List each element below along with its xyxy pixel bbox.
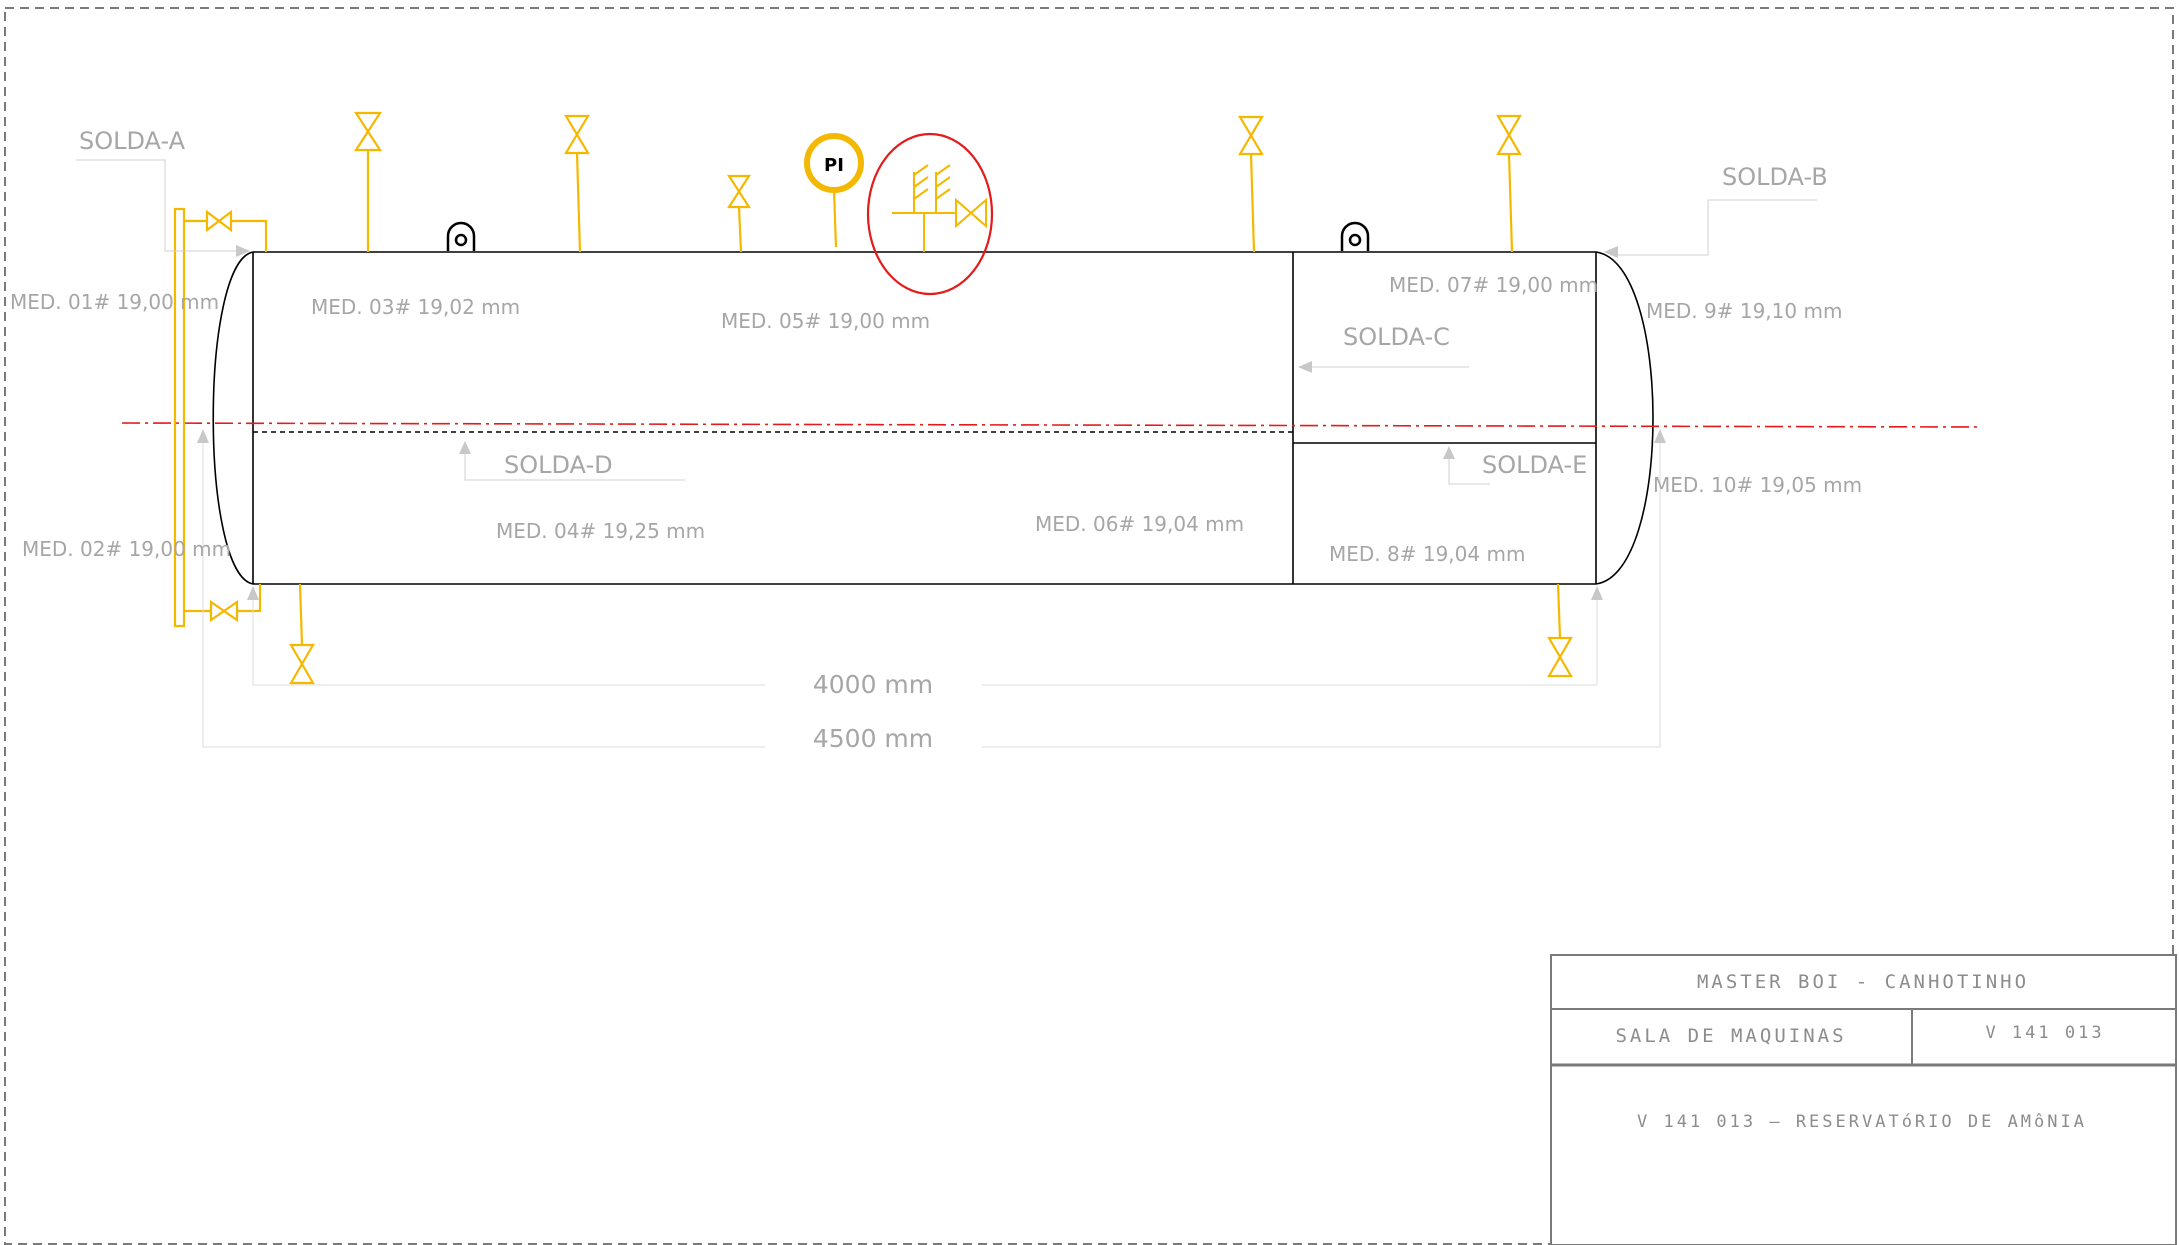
dimension-arrowheads [197, 429, 1666, 600]
top-nozzle-1 [353, 111, 383, 252]
measurement-03: MED. 03# 19,02 mm [311, 295, 520, 319]
drawing-border [4, 7, 2174, 1245]
right-head [1595, 251, 1654, 585]
gate-valve-icon [289, 643, 315, 685]
lifting-lug-right [1340, 221, 1370, 251]
highlight-circle [866, 132, 994, 296]
measurement-04: MED. 04# 19,25 mm [496, 519, 705, 543]
leader-arrowheads [236, 245, 1618, 459]
weld-label-a: SOLDA-A [79, 127, 186, 155]
measurement-02: MED. 02# 19,00 mm [22, 537, 231, 561]
left-head [212, 251, 254, 585]
dimension-inner-length: 4000 mm [813, 670, 933, 699]
weld-label-b: SOLDA-B [1722, 163, 1828, 191]
title-block-area: SALA DE MAQUINAS [1615, 1025, 1846, 1047]
dimension-overall-length: 4500 mm [813, 724, 933, 753]
top-nozzle-2 [564, 114, 590, 253]
pressure-indicator-label: PI [824, 155, 844, 176]
top-nozzle-5 [1496, 114, 1522, 253]
centerline [121, 422, 1981, 428]
title-block-tag: V 141 013 [1985, 1023, 2104, 1043]
top-nozzle-3 [726, 174, 752, 253]
measurement-05: MED. 05# 19,00 mm [721, 309, 930, 333]
gate-valve-icon [726, 174, 752, 209]
gate-valve-icon [1496, 114, 1522, 156]
lifting-lug-left [446, 221, 476, 251]
level-gauge [173, 207, 268, 628]
bottom-drain-left [289, 583, 315, 685]
title-block-description: V 141 013 – RESERVATóRIO DE AMôNIA [1637, 1112, 2087, 1132]
gate-valve-icon [1547, 636, 1573, 678]
pressure-indicator: PI [804, 133, 864, 248]
measurement-06: MED. 06# 19,04 mm [1035, 512, 1244, 536]
weld-label-d: SOLDA-D [504, 451, 613, 479]
measurement-10: MED. 10# 19,05 mm [1653, 473, 1862, 497]
weld-label-e: SOLDA-E [1482, 451, 1587, 479]
top-nozzle-4 [1238, 115, 1264, 253]
leader-lines [76, 159, 1817, 485]
measurement-08: MED. 8# 19,04 mm [1329, 542, 1525, 566]
gate-valve-icon [564, 114, 590, 155]
title-block: MASTER BOI - CANHOTINHO SALA DE MAQUINAS… [1550, 954, 2177, 1245]
safety-valve-group [892, 164, 987, 252]
gate-valve-icon [205, 209, 233, 233]
weld-label-c: SOLDA-C [1343, 323, 1450, 351]
gate-valve-icon [209, 599, 239, 623]
dimension-lines [202, 433, 1661, 748]
measurement-09: MED. 9# 19,10 mm [1646, 299, 1842, 323]
safety-valve-icon [955, 197, 987, 229]
gate-valve-icon [353, 111, 383, 152]
title-block-frame [1550, 954, 2177, 1245]
measurement-01: MED. 01# 19,00 mm [10, 290, 219, 314]
bottom-drain-right [1547, 583, 1573, 678]
level-gauge-glass [173, 207, 186, 628]
title-block-client: MASTER BOI - CANHOTINHO [1697, 971, 2029, 993]
gate-valve-icon [1238, 115, 1264, 156]
measurement-07: MED. 07# 19,00 mm [1389, 273, 1598, 297]
